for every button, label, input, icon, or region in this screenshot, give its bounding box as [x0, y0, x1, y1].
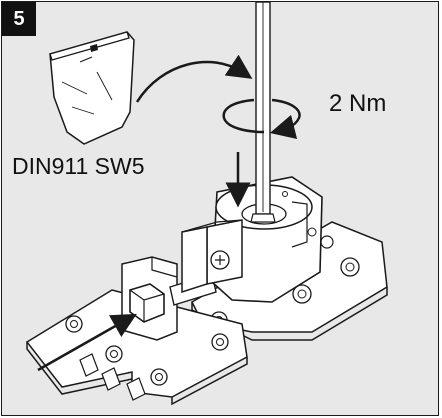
hex-key — [250, 2, 276, 223]
part-label: DIN911 SW5 — [12, 153, 145, 179]
pointer-arrow-icon — [37, 313, 137, 372]
step-number-badge: 5 — [2, 2, 36, 36]
actuator-housing — [181, 176, 323, 303]
curved-arrow-icon — [135, 54, 253, 103]
rotation-arrow-icon — [222, 98, 301, 140]
torque-label: 2 Nm — [329, 90, 387, 117]
mounting-plate — [25, 289, 248, 406]
zip-bag-icon — [49, 31, 135, 145]
hex-nut — [129, 283, 165, 323]
assembly-illustration — [25, 2, 388, 406]
